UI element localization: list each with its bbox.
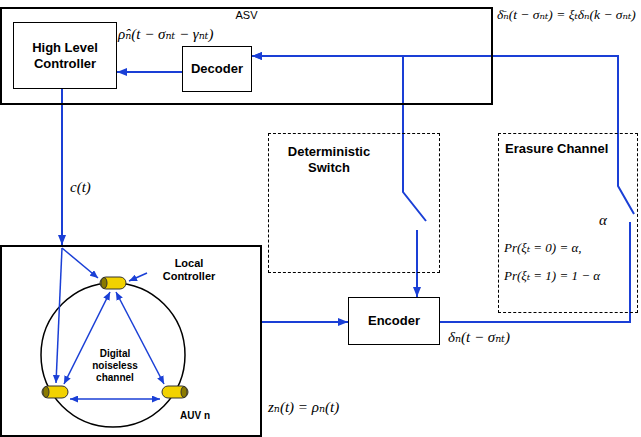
link-arrow [70,398,160,400]
signal-connector [252,56,618,133]
node-text: Deterministic Switch [279,144,379,175]
label-slot: zₙ(t) = ρₙ(t) [268,398,339,416]
node-text: Pr(ξₜ = 1) = 1 − α [504,268,600,284]
label-slot: δ̄ₙ(t − σₙₜ) = ξₜδₙ(k − σₙₜ) [497,5,636,23]
controller-box: High Level Controller [13,22,117,89]
auv-nose [181,387,187,398]
node-text: Erasure Channel [505,141,608,157]
signal-label: δ̄ₙ(t − σₙₜ) = ξₜδₙ(k − σₙₜ) [497,7,636,23]
node-text: Encoder [368,313,420,329]
encoder-box: Encoder [348,297,440,345]
node-text: Pr(ξₜ = 0) = α, [504,240,582,256]
text-slot: α [599,211,607,229]
signal-label: c(t) [70,178,91,196]
text-slot: AUV n [180,405,210,423]
node-text: Decoder [191,61,243,77]
formation-circle [41,283,185,427]
asv-box: ASV High Level ControllerDecoder [0,7,493,105]
switch-wire [416,230,418,273]
signal-connector [440,313,630,322]
switch-region: Deterministic Switch [268,133,440,273]
auv-group: Local ControllerDigital noiseless channe… [0,245,262,437]
signal-connector [117,71,182,73]
label-slot: δₙ(t − σₙₜ) [448,328,510,346]
auv-nose [101,278,107,289]
decoder-box: Decoder [182,46,252,92]
node-text: High Level Controller [20,40,110,71]
node-text: AUV n [180,410,210,422]
auv-nose [43,387,49,398]
command-arrow [56,248,62,383]
signal-connector [61,89,63,245]
command-arrow [62,248,98,278]
signal-connector [262,321,348,323]
label-slot: c(t) [70,178,91,196]
channel-region: Erasure Channel αPr(ξₜ = 0) = α, Pr(ξₜ = 1… [498,133,638,313]
text-slot: Pr(ξₜ = 0) = α, [504,238,582,256]
switch-blade [403,133,426,221]
label-slot: ρ̂ₙ(t − σₙₜ − γₙₜ) [118,25,214,43]
text-slot: ASV [2,9,491,22]
signal-connector [416,273,418,297]
node-text: Digital noiseless channel [86,348,144,384]
node-text: ASV [2,9,491,22]
signal-label: δₙ(t − σₙₜ) [448,328,510,346]
leader-arrow [129,273,147,281]
text-slot: Erasure Channel [505,139,608,157]
channel-blade [618,133,634,214]
auv-symbol [42,386,68,398]
node-text: α [599,211,607,229]
node-text: Local Controller [150,257,228,283]
text-slot: Digital noiseless channel [86,348,144,384]
channel-wire [629,222,631,313]
signal-connector [252,56,403,133]
auv-symbol [162,386,188,398]
text-slot: Local Controller [150,257,228,283]
signal-label: zₙ(t) = ρₙ(t) [268,398,339,416]
text-slot: Pr(ξₜ = 1) = 1 − α [504,266,600,284]
auv-symbol [100,277,126,289]
signal-label: ρ̂ₙ(t − σₙₜ − γₙₜ) [118,25,214,43]
text-slot: Deterministic Switch [279,144,379,175]
